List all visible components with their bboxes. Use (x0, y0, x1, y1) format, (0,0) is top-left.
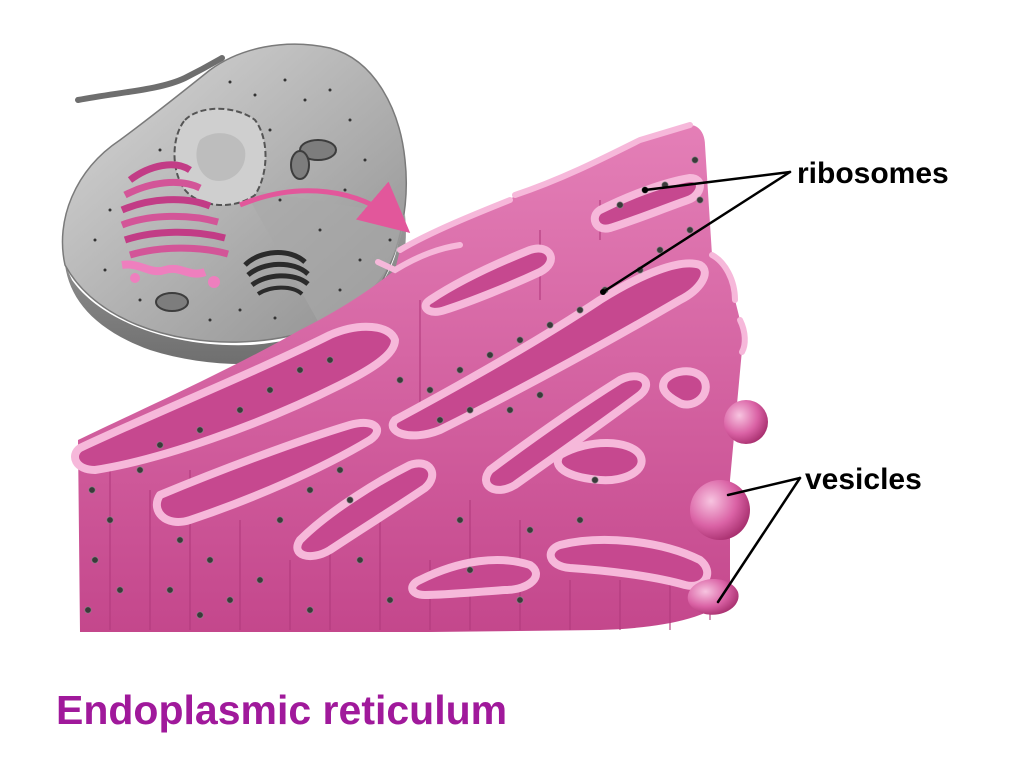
vesicle (690, 480, 750, 540)
leader-dot (600, 289, 606, 295)
er-rims (375, 122, 748, 355)
vesicle (724, 400, 768, 444)
vesicles-leader-line (716, 476, 802, 604)
leader-dot (642, 187, 648, 193)
zoom-arrow-icon (239, 181, 411, 234)
vesicles-label: vesicles (805, 463, 922, 496)
ribosomes-label: ribosomes (797, 157, 949, 190)
ribosome-dots (84, 156, 704, 619)
animal-cell-cutaway-icon (61, 43, 411, 365)
golgi-apparatus (243, 250, 310, 296)
mitochondrion (155, 292, 189, 312)
vesicles-leader-line (726, 476, 802, 497)
leader-lines (601, 170, 802, 604)
er-lumens (71, 174, 712, 599)
ribosomes-leader-line (601, 170, 792, 294)
er-body (78, 125, 745, 632)
ribosomes-leader-line (643, 170, 792, 192)
inset-er-stack (120, 161, 229, 288)
mitochondrion (290, 150, 310, 180)
nucleolus (196, 133, 246, 181)
flagellum (75, 55, 225, 103)
figure-title: Endoplasmic reticulum (56, 687, 508, 733)
